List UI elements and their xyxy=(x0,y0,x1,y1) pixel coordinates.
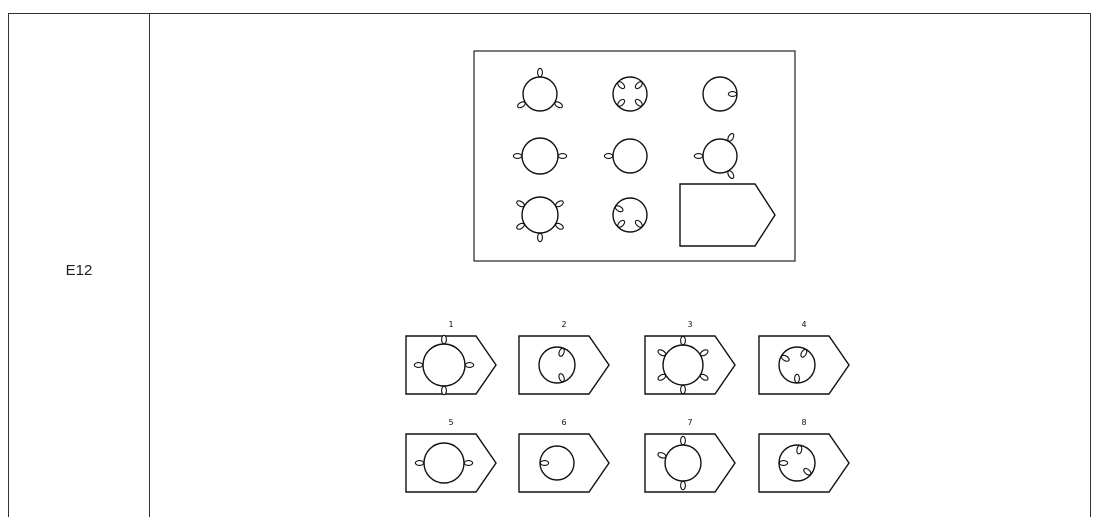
answer-option-5[interactable]: 5 xyxy=(406,418,496,492)
petal-mark-0 xyxy=(681,436,686,444)
option-number-label: 5 xyxy=(448,418,453,427)
petal-mark-0 xyxy=(681,336,686,344)
answer-option-3[interactable]: 3 xyxy=(645,320,735,394)
option-frame xyxy=(645,336,735,394)
answer-option-2[interactable]: 2 xyxy=(519,320,609,394)
option-number-label: 1 xyxy=(448,320,453,329)
petal-mark-0 xyxy=(538,68,543,76)
answer-option-4[interactable]: 4 xyxy=(759,320,849,394)
petal-mark-3 xyxy=(414,363,422,368)
option-number-label: 4 xyxy=(801,320,806,329)
option-frame xyxy=(759,434,849,492)
option-frame xyxy=(519,336,609,394)
option-number-label: 8 xyxy=(801,418,806,427)
petal-mark-0 xyxy=(540,461,548,466)
petal-mark-2 xyxy=(779,461,787,466)
petal-mark-2 xyxy=(538,233,543,241)
matrix-empty-cell xyxy=(680,184,775,246)
answer-option-1[interactable]: 1 xyxy=(406,320,496,395)
answer-options: 1 2 3 4 5 6 7 8 xyxy=(406,320,849,492)
petal-mark-0 xyxy=(442,335,447,343)
petal-mark-0 xyxy=(415,461,423,466)
matrix-grid xyxy=(474,51,795,261)
option-frame xyxy=(759,336,849,394)
answer-option-8[interactable]: 8 xyxy=(759,418,849,492)
petal-mark-1 xyxy=(465,363,473,368)
petal-mark-2 xyxy=(442,386,447,394)
petal-mark-1 xyxy=(681,481,686,489)
option-number-label: 7 xyxy=(687,418,692,427)
petal-mark-0 xyxy=(513,154,521,159)
option-number-label: 6 xyxy=(561,418,566,427)
petal-mark-3 xyxy=(681,385,686,393)
option-frame xyxy=(645,434,735,492)
petal-mark-2 xyxy=(795,374,800,382)
petal-mark-1 xyxy=(558,154,566,159)
option-number-label: 3 xyxy=(687,320,692,329)
petal-mark-0 xyxy=(604,154,612,159)
answer-option-6[interactable]: 6 xyxy=(519,418,609,492)
answer-option-7[interactable]: 7 xyxy=(645,418,735,492)
petal-mark-1 xyxy=(464,461,472,466)
option-number-label: 2 xyxy=(561,320,566,329)
petal-mark-0 xyxy=(728,92,736,97)
option-frame xyxy=(519,434,609,492)
petal-mark-2 xyxy=(694,154,702,159)
